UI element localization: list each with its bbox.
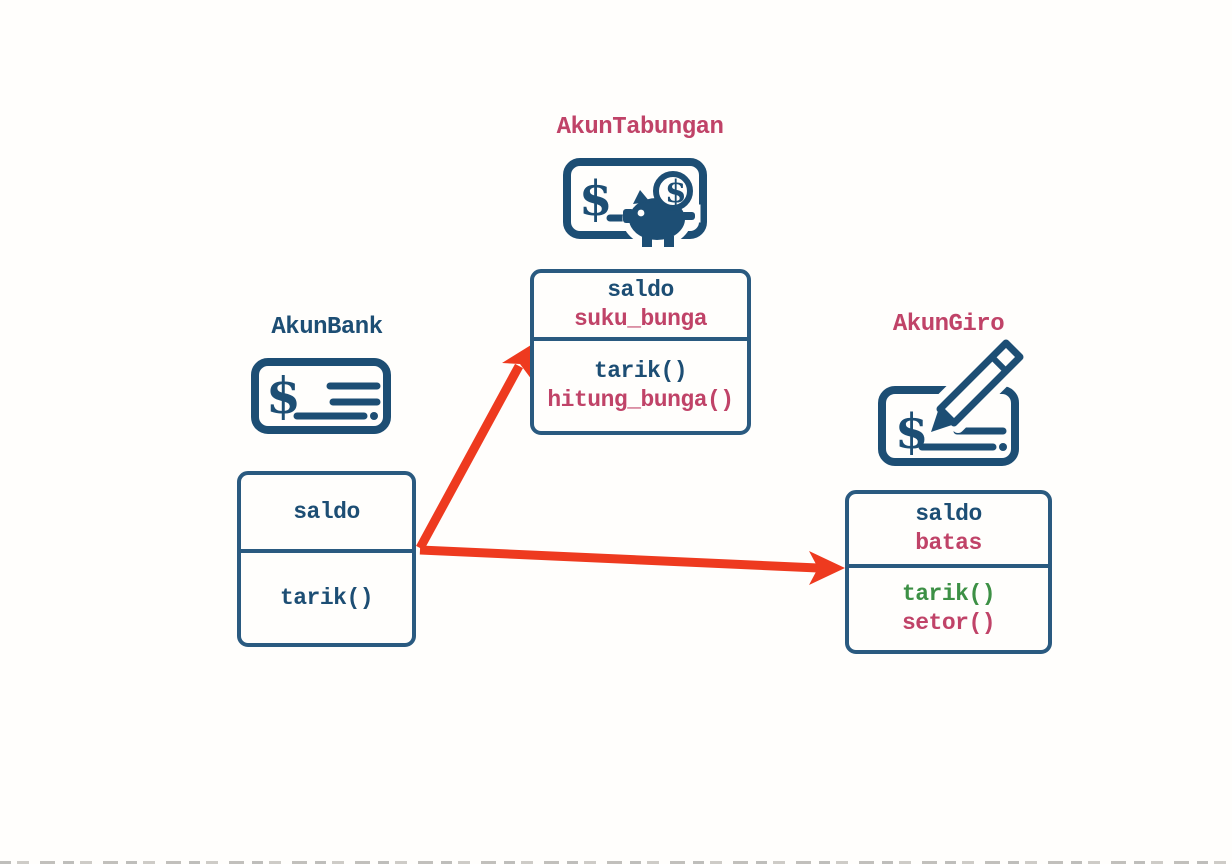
class-name-akuntabungan: AkunTabungan: [556, 114, 724, 141]
piggy-bank-note-icon: $ $: [563, 158, 707, 250]
arrow-akunbank-to-akungiro: [419, 545, 845, 585]
class-box-akunbank: saldo tarik(): [237, 471, 416, 647]
attribute-saldo: saldo: [607, 277, 674, 303]
svg-text:$: $: [895, 404, 928, 460]
attribute-batas: batas: [915, 530, 982, 556]
class-name-akungiro: AkunGiro: [892, 311, 1005, 338]
attribute-saldo: saldo: [915, 501, 982, 527]
attributes-compartment: saldo suku_bunga: [534, 273, 747, 341]
class-box-akuntabungan: saldo suku_bunga tarik() hitung_bunga(): [530, 269, 751, 435]
dollar-coin: $: [653, 171, 693, 211]
cropped-bottom-text-edge: [0, 861, 1232, 864]
class-name-akunbank: AkunBank: [271, 314, 383, 341]
method-setor: setor(): [901, 610, 996, 636]
method-tarik-override: tarik(): [901, 581, 996, 607]
method-tarik: tarik(): [593, 358, 688, 384]
dollar-check-icon: $: [251, 358, 391, 434]
check-pen-icon: $: [878, 338, 1027, 466]
methods-compartment: tarik() hitung_bunga(): [534, 341, 747, 431]
method-hitung-bunga: hitung_bunga(): [547, 387, 734, 413]
pen-shape: [931, 339, 1024, 432]
attribute-suku-bunga: suku_bunga: [573, 306, 708, 332]
attribute-saldo: saldo: [293, 498, 360, 525]
class-box-akungiro: saldo batas tarik() setor(): [845, 490, 1052, 654]
method-tarik: tarik(): [279, 584, 374, 611]
svg-text:$: $: [665, 174, 687, 210]
arrow-akunbank-to-akuntabungan: [416, 345, 532, 551]
methods-compartment: tarik() setor(): [849, 568, 1048, 650]
attributes-compartment: saldo: [241, 475, 412, 553]
piggy-eye: [637, 209, 645, 217]
methods-compartment: tarik(): [241, 553, 412, 643]
attributes-compartment: saldo batas: [849, 494, 1048, 568]
